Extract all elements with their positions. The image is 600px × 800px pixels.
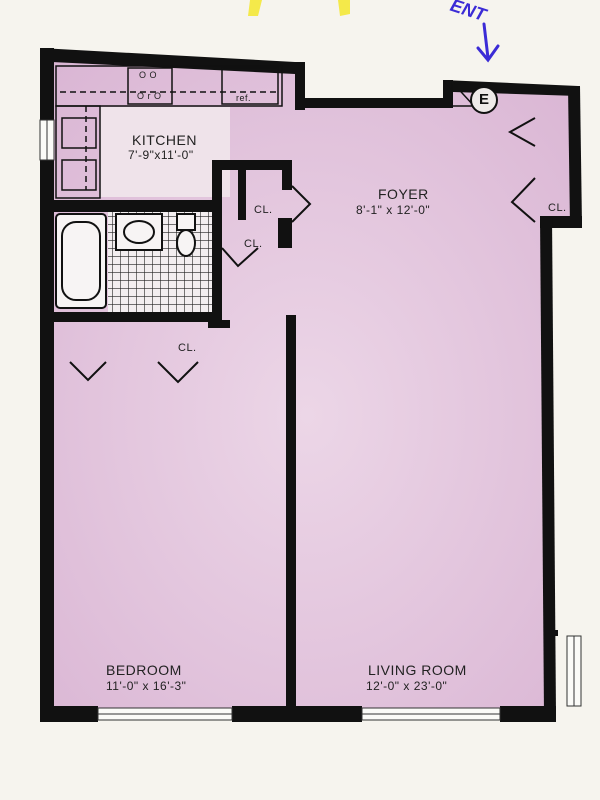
entrance-marker-icon: E bbox=[470, 86, 498, 114]
kitchen-floor bbox=[100, 107, 230, 197]
windows bbox=[39, 119, 582, 721]
closet-door-swings bbox=[69, 117, 536, 384]
highlighter-mark bbox=[248, 0, 262, 16]
entry-door-icon bbox=[451, 80, 476, 107]
exterior-walls bbox=[40, 48, 582, 722]
closet-label: CL. bbox=[178, 342, 197, 354]
closet-label: CL. bbox=[548, 202, 567, 214]
living-room-dims: 12'-0" x 23'-0" bbox=[366, 679, 448, 693]
bathroom-sink bbox=[115, 213, 163, 251]
kitchen-dims: 7'-9"x11'-0" bbox=[128, 148, 194, 162]
bedroom-label: BEDROOM bbox=[106, 662, 182, 678]
refrigerator-label: ref. bbox=[236, 93, 252, 103]
highlighter-mark bbox=[338, 0, 350, 16]
closet-label: CL. bbox=[254, 204, 273, 216]
entrance-arrow-icon bbox=[476, 22, 500, 63]
bathtub bbox=[55, 213, 107, 309]
living-room-label: LIVING ROOM bbox=[368, 662, 467, 678]
interior-walls bbox=[52, 160, 296, 715]
kitchen-counters bbox=[55, 65, 283, 199]
stove-burners-bottom: O r O bbox=[137, 91, 162, 101]
foyer-dims: 8'-1" x 12'-0" bbox=[356, 203, 431, 217]
stove-burners-top: O O bbox=[139, 70, 158, 80]
kitchen-label: KITCHEN bbox=[132, 132, 197, 148]
bedroom-dims: 11'-0" x 16'-3" bbox=[106, 679, 187, 693]
closet-label: CL. bbox=[244, 238, 263, 250]
toilet bbox=[176, 213, 196, 257]
foyer-label: FOYER bbox=[378, 186, 429, 202]
